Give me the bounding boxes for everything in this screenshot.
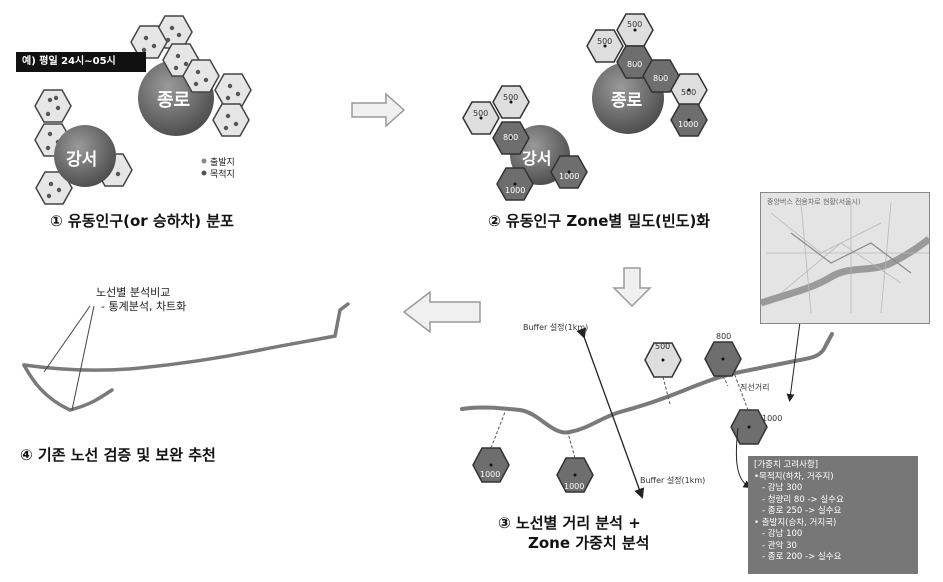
buffer-arrow-line bbox=[576, 327, 645, 499]
weights-pointer-line bbox=[735, 427, 752, 489]
zone-value: 1000 bbox=[559, 172, 580, 181]
weights-origin-item: - 종로 200 -> 실수요 bbox=[762, 552, 842, 562]
arrow-right-icon bbox=[351, 92, 406, 128]
legend-origin: 출발지 bbox=[210, 158, 235, 168]
zone-value: 500 bbox=[655, 342, 671, 351]
panel3-connectors bbox=[490, 369, 749, 459]
weights-dest-header: •목적지(하차, 거주지) bbox=[754, 471, 834, 482]
zone-value: 1000 bbox=[505, 186, 526, 195]
weights-dest-item: - 종로 250 -> 실수요 bbox=[762, 506, 842, 516]
step2-title: ② 유동인구 Zone별 밀도(빈도)화 bbox=[488, 212, 711, 230]
weights-origin-header: • 출발지(승차, 거지국) bbox=[754, 517, 837, 528]
panel2-hexes bbox=[462, 13, 708, 201]
buffer-label-top: Buffer 설정(1km) bbox=[523, 323, 589, 332]
step3-title-line2: Zone 가중치 분석 bbox=[528, 534, 650, 552]
weights-title: [가중치 고려사항] bbox=[754, 460, 819, 470]
jongno-label: 종로 bbox=[157, 90, 191, 111]
arrow-left-icon bbox=[402, 290, 481, 334]
weights-dest-item: - 강남 300 bbox=[762, 483, 803, 493]
zone-value: 500 bbox=[473, 109, 489, 118]
straight-distance-label: 직선거리 bbox=[740, 383, 770, 392]
panel3-hexes bbox=[472, 341, 768, 493]
zone-value: 800 bbox=[627, 60, 643, 69]
legend-destination: 목적지 bbox=[210, 170, 235, 180]
zone-value: 800 bbox=[653, 74, 669, 83]
step3-title-line1: ③ 노선별 거리 분석 + bbox=[498, 514, 641, 532]
zone-value: 500 bbox=[597, 37, 613, 46]
jongno-label-2: 종로 bbox=[611, 91, 643, 111]
arrow-down-icon bbox=[612, 267, 652, 308]
hex-cell bbox=[182, 59, 220, 93]
hex-cell bbox=[34, 89, 72, 123]
compare-alt-route-line bbox=[22, 363, 114, 412]
time-filter-tag: 예) 평일 24시~05시 bbox=[16, 52, 146, 72]
zone-value: 800 bbox=[503, 133, 519, 142]
zone-value: 800 bbox=[716, 332, 732, 341]
zone-value: 500 bbox=[627, 20, 643, 29]
map-pointer-line bbox=[786, 321, 801, 402]
gangseo-label-2: 강서 bbox=[522, 149, 552, 168]
zone-value: 1000 bbox=[762, 414, 783, 423]
compare-route-line bbox=[22, 302, 350, 372]
callout-line bbox=[71, 305, 95, 411]
callout-line bbox=[43, 305, 91, 373]
map-drawing bbox=[761, 202, 929, 314]
gangseo-district-circle bbox=[54, 125, 116, 187]
zone-value: 1000 bbox=[480, 470, 501, 479]
weights-box: [가중치 고려사항] •목적지(하차, 거주지) - 강남 300 - 청량리 … bbox=[748, 456, 918, 574]
hex-cell bbox=[212, 103, 250, 137]
bus-route-line bbox=[460, 332, 834, 435]
compare-title: 노선별 분석비교 bbox=[96, 286, 171, 299]
zone-value: 1000 bbox=[564, 482, 585, 491]
gangseo-label: 강서 bbox=[66, 150, 98, 170]
weights-origin-item: - 관악 30 bbox=[762, 540, 797, 551]
panel3-zone-dots bbox=[489, 357, 751, 477]
compare-subtitle: - 통계분석, 차트화 bbox=[101, 300, 187, 313]
zone-value: 500 bbox=[503, 93, 519, 102]
step1-title: ① 유동인구(or 승하차) 분포 bbox=[50, 212, 234, 230]
weights-origin-item: - 강남 100 bbox=[762, 529, 803, 539]
buffer-label-bottom: Buffer 설정(1km) bbox=[640, 476, 706, 485]
panel2-zone-dots bbox=[479, 28, 691, 186]
hex-cell bbox=[130, 25, 168, 59]
zone-value: 1000 bbox=[678, 120, 699, 129]
origin-legend-dot bbox=[201, 158, 207, 164]
hex-cell bbox=[214, 73, 252, 107]
destination-legend-dot bbox=[201, 170, 207, 176]
step4-title: ④ 기존 노선 검증 및 보완 추천 bbox=[20, 446, 216, 464]
route-map-image: 중앙버스 전용차로 현황(서울시) bbox=[760, 192, 930, 324]
map-title: 중앙버스 전용차로 현황(서울시) bbox=[767, 198, 861, 206]
zone-value: 500 bbox=[681, 88, 697, 97]
weights-dest-item: - 청량리 80 -> 실수요 bbox=[762, 494, 844, 505]
